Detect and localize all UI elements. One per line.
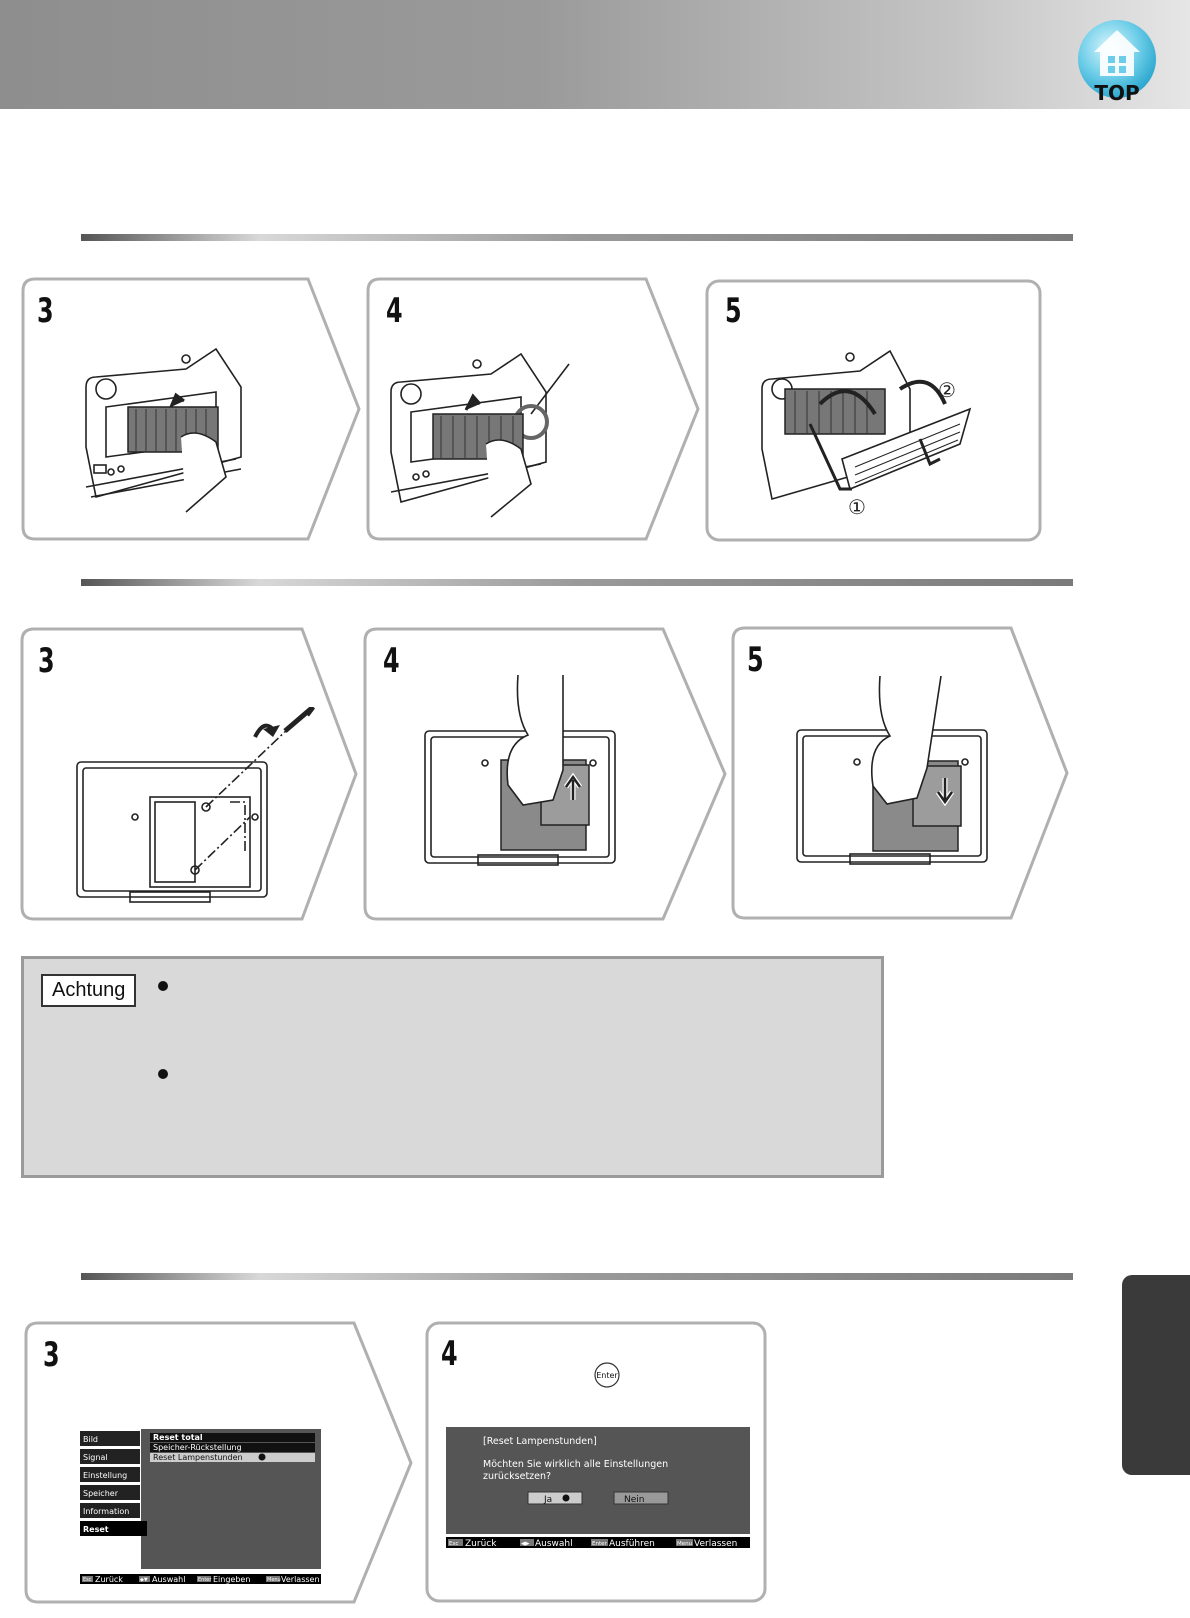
menu-item-signal: Signal xyxy=(83,1453,108,1462)
step-number: 3 xyxy=(38,641,55,681)
option-lamp-reset: Reset Lampenstunden xyxy=(153,1453,243,1462)
footer-enter: Eingeben xyxy=(213,1575,250,1584)
filter-insert-illustration xyxy=(390,352,570,518)
step-number: 3 xyxy=(37,291,54,331)
dialog-message-2: zurücksetzen? xyxy=(483,1471,551,1482)
section-rule-1 xyxy=(81,234,1073,241)
header-band xyxy=(0,0,1190,109)
step-number: 4 xyxy=(386,291,403,331)
section-rule-2 xyxy=(81,579,1073,586)
footer-exit: Verlassen xyxy=(694,1539,737,1549)
option-reset-total: Reset total xyxy=(153,1433,203,1442)
step-panel-1-3: 3 xyxy=(21,277,361,541)
step-number: 5 xyxy=(725,291,742,331)
footer-back: Zurück xyxy=(95,1575,123,1584)
svg-text:Menu: Menu xyxy=(677,1541,692,1547)
step-panel-1-5: 5 ② ① xyxy=(705,279,1043,543)
svg-text:Menu: Menu xyxy=(267,1577,281,1583)
callout-mark-2: ② xyxy=(938,378,956,402)
option-memory-reset: Speicher-Rückstellung xyxy=(153,1443,242,1452)
step-panel-2-4: 4 xyxy=(363,627,728,921)
no-button[interactable] xyxy=(613,1491,669,1505)
caution-bullet-1 xyxy=(158,981,168,991)
lamp-insert-illustration xyxy=(796,676,988,865)
chapter-side-tab[interactable] xyxy=(1122,1275,1190,1475)
menu-item-einstellung: Einstellung xyxy=(83,1471,127,1480)
step-panel-3-3: 3 Bild Signal Einstellung Speicher Infor… xyxy=(24,1321,414,1604)
lamp-screws-illustration xyxy=(76,707,315,903)
dialog-message-1: Möchten Sie wirklich alle Einstellungen xyxy=(483,1459,668,1470)
svg-text:Esc: Esc xyxy=(83,1577,92,1583)
dialog-title: [Reset Lampenstunden] xyxy=(483,1436,597,1447)
footer-back: Zurück xyxy=(465,1539,497,1549)
menu-item-bild: Bild xyxy=(83,1435,98,1444)
menu-item-speicher: Speicher xyxy=(83,1489,119,1498)
step-panel-2-5: 5 xyxy=(731,626,1069,920)
step-number: 4 xyxy=(441,1334,458,1374)
footer-select: Auswahl xyxy=(152,1575,185,1584)
confirm-reset-dialog: [Reset Lampenstunden] Möchten Sie wirkli… xyxy=(446,1427,750,1549)
step-number: 5 xyxy=(747,640,764,680)
step-panel-3-4: 4 Enter [Reset Lampenstunden] Möchten Si… xyxy=(425,1321,768,1604)
svg-text:Ja: Ja xyxy=(543,1495,552,1505)
enter-button-icon[interactable]: Enter xyxy=(593,1361,623,1391)
svg-text:Nein: Nein xyxy=(624,1495,644,1505)
reset-menu-screen: Bild Signal Einstellung Speicher Informa… xyxy=(80,1429,321,1584)
svg-text:Enter: Enter xyxy=(596,1371,618,1380)
section-rule-3 xyxy=(81,1273,1073,1280)
enter-icon xyxy=(562,1494,570,1502)
footer-execute: Ausführen xyxy=(609,1539,655,1549)
svg-text:◆▼: ◆▼ xyxy=(140,1577,148,1583)
enter-icon xyxy=(258,1453,266,1461)
step-number: 3 xyxy=(43,1335,60,1375)
yes-button[interactable] xyxy=(527,1491,583,1505)
callout-mark-1: ① xyxy=(848,495,866,519)
svg-text:Enter: Enter xyxy=(592,1541,608,1547)
step-panel-1-4: 4 xyxy=(366,277,700,541)
filter-cover-illustration: ② ① xyxy=(761,349,972,519)
caution-label: Achtung xyxy=(41,974,137,1007)
svg-text:Esc: Esc xyxy=(449,1541,458,1547)
home-icon: TOP xyxy=(1078,20,1156,105)
top-button[interactable]: TOP xyxy=(1076,18,1158,105)
step-panel-2-3: 3 xyxy=(20,627,358,921)
filter-removal-illustration xyxy=(85,347,242,513)
step-number: 4 xyxy=(383,641,400,681)
footer-select: Auswahl xyxy=(535,1539,573,1549)
menu-item-reset: Reset xyxy=(83,1525,109,1534)
svg-text:◀▶: ◀▶ xyxy=(521,1541,530,1547)
caution-box: Achtung xyxy=(21,956,884,1178)
menu-item-information: Information xyxy=(83,1507,129,1516)
caution-bullet-2 xyxy=(158,1069,168,1079)
svg-text:TOP: TOP xyxy=(1094,81,1139,104)
footer-exit: Verlassen xyxy=(281,1575,320,1584)
lamp-lift-illustration xyxy=(424,675,616,866)
svg-text:Enter: Enter xyxy=(198,1577,212,1583)
